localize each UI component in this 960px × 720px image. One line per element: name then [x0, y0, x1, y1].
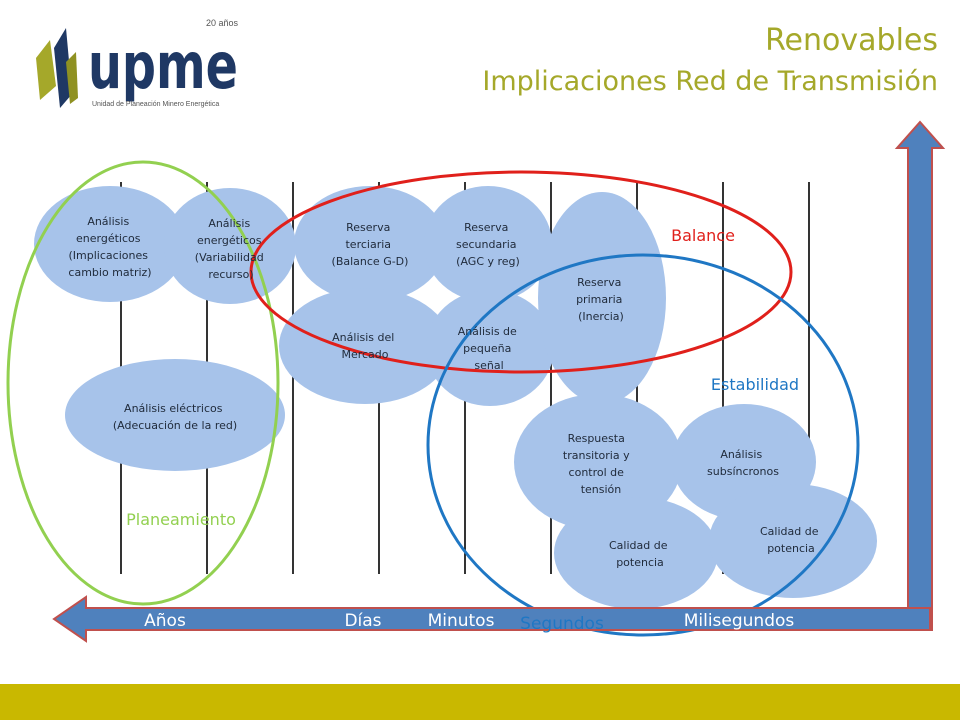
group-label-planeamiento: Planeamiento	[126, 510, 236, 529]
bubble-line: Mercado	[341, 348, 388, 361]
timeline-label-anos: Años	[144, 611, 186, 631]
bubble-label-reserva-primaria: Reserva primaria (Inercia)	[576, 276, 626, 323]
bubble-line: energéticos	[197, 234, 262, 247]
bubble-line: cambio matriz)	[68, 266, 151, 279]
bubbles	[34, 186, 877, 609]
bubble-line: (Balance G-D)	[332, 255, 409, 268]
bubble-reserva-terciaria	[294, 186, 446, 302]
logo-olive-leaf-icon	[66, 52, 78, 104]
bubble-line: Reserva	[346, 221, 390, 234]
bubble-label-pequena-senal: Análisis de pequeña señal	[458, 325, 521, 372]
bubble-line: (Implicaciones	[69, 249, 149, 262]
bubble-pequena-senal	[426, 290, 554, 406]
timeline-labels: Años Días Minutos Milisegundos	[144, 611, 794, 631]
diagram: Análisis energéticos (Implicaciones camb…	[6, 120, 946, 643]
bubble-label-calidad-2: Calidad de potencia	[760, 525, 822, 555]
bubble-line: Análisis	[208, 217, 250, 230]
bubble-reserva-primaria	[538, 192, 666, 404]
bubble-line: control de	[569, 466, 625, 479]
timeline-label-dias: Días	[344, 611, 381, 631]
logo-wordmark: upme	[88, 30, 238, 104]
bubble-energeticos-matriz	[34, 186, 186, 302]
bubble-line: potencia	[767, 542, 815, 555]
bubble-line: Calidad de	[609, 539, 668, 552]
bubble-electricos	[65, 359, 285, 471]
bubble-line: transitoria y	[563, 449, 630, 462]
bubble-line: Calidad de	[760, 525, 819, 538]
slide-title-block: Renovables Implicaciones Red de Transmis…	[482, 20, 938, 102]
group-label-balance: Balance	[671, 226, 735, 245]
bubble-label-energeticos-variabilidad: Análisis energéticos (Variabilidad recur…	[195, 217, 267, 281]
upme-logo: upme	[36, 28, 238, 108]
bubble-line: (Variabilidad	[195, 251, 264, 264]
group-label-estabilidad: Estabilidad	[711, 375, 799, 394]
group-balance-outline	[249, 170, 793, 374]
bubble-line: Análisis del	[332, 331, 394, 344]
bubble-line: Análisis de	[458, 325, 517, 338]
logo-subtitle: Unidad de Planeación Minero Energética	[92, 101, 220, 108]
bubble-calidad-1	[554, 497, 718, 609]
bubble-label-reserva-secundaria: Reserva secundaria (AGC y reg)	[456, 221, 520, 268]
timeline-arrow	[52, 595, 931, 643]
timeline-label-minutos: Minutos	[428, 611, 495, 631]
bubble-line: Análisis	[720, 448, 762, 461]
bubble-labels: Análisis energéticos (Implicaciones camb…	[68, 215, 822, 569]
bubble-line: Respuesta	[568, 432, 625, 445]
bubble-label-reserva-terciaria: Reserva terciaria (Balance G-D)	[332, 221, 409, 268]
bubble-label-respuesta-transitoria: Respuesta transitoria y control de tensi…	[563, 432, 633, 496]
bubble-line: (AGC y reg)	[456, 255, 520, 268]
bubble-line: terciaria	[345, 238, 391, 251]
bubble-reserva-secundaria	[424, 186, 552, 302]
bubble-line: Análisis eléctricos	[124, 402, 223, 415]
logo-years: 20 años	[206, 18, 239, 28]
slide-title: Renovables	[765, 23, 938, 58]
timeline-label-milisegundos: Milisegundos	[684, 611, 795, 631]
vertical-arrow	[894, 120, 946, 631]
bubble-mercado	[279, 288, 451, 404]
bubble-line: (Adecuación de la red)	[113, 419, 237, 432]
bubble-line: tensión	[581, 483, 622, 496]
bubble-line: primaria	[576, 293, 622, 306]
bubble-label-calidad-1: Calidad de potencia	[609, 539, 671, 569]
bubble-line: secundaria	[456, 238, 517, 251]
bubble-line: Reserva	[577, 276, 621, 289]
bubble-line: señal	[474, 359, 503, 372]
bubble-energeticos-variabilidad	[164, 188, 296, 304]
bubble-respuesta-transitoria	[514, 394, 682, 530]
bubble-line: recurso)	[208, 268, 253, 281]
footer-bar	[0, 684, 960, 720]
timeline-label-segundos: Segundos	[520, 614, 604, 634]
logo-navy-leaf-icon	[54, 28, 72, 108]
bubble-calidad-2	[709, 484, 877, 598]
bubble-label-subsincronos: Análisis subsíncronos	[707, 448, 779, 478]
bubble-line: energéticos	[76, 232, 141, 245]
bubble-line: Reserva	[464, 221, 508, 234]
bubble-line: subsíncronos	[707, 465, 779, 478]
bubble-label-mercado: Análisis del Mercado	[332, 331, 398, 361]
bubble-label-energeticos-matriz: Análisis energéticos (Implicaciones camb…	[68, 215, 151, 279]
bubble-line: (Inercia)	[578, 310, 624, 323]
logo-green-leaf-icon	[36, 40, 56, 100]
bubble-line: Análisis	[87, 215, 129, 228]
bubble-label-electricos: Análisis eléctricos (Adecuación de la re…	[113, 402, 237, 432]
group-estabilidad-outline	[426, 253, 860, 637]
bubble-line: pequeña	[463, 342, 511, 355]
group-planeamiento-outline	[6, 160, 280, 606]
bubble-line: potencia	[616, 556, 664, 569]
slide-subtitle: Implicaciones Red de Transmisión	[482, 66, 938, 97]
